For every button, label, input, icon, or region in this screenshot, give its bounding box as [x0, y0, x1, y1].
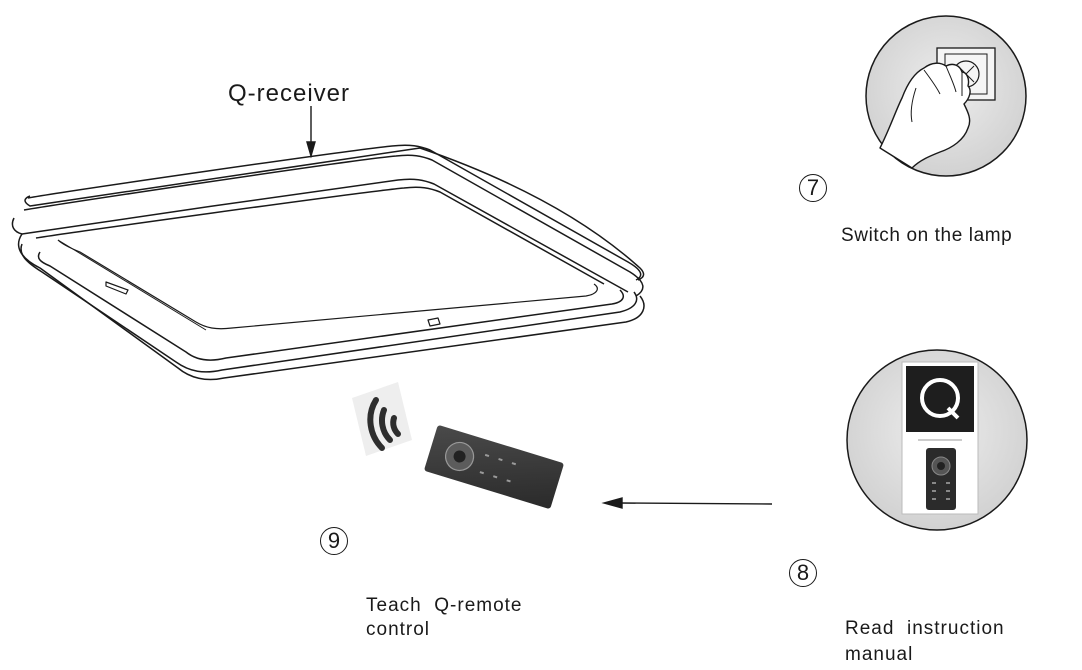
teach-arrow: [601, 497, 773, 509]
manual-illustration: [846, 349, 1028, 531]
lamp-icon: [11, 144, 645, 381]
step-nine-marker: 9: [320, 527, 348, 555]
remote-control-illustration: [424, 425, 564, 509]
manual-q-logo: [906, 366, 974, 432]
receiver-label: Q-receiver: [228, 80, 351, 107]
read-manual-label: Read instruction manual: [845, 616, 1045, 668]
step-eight-marker: 8: [789, 559, 817, 587]
read-manual-label-line1: Read instruction: [845, 618, 1005, 639]
teach-remote-label: Teach Q-remote control: [366, 594, 566, 642]
teach-remote-label-line2: control: [366, 619, 431, 640]
hand-switch-illustration: [865, 15, 1027, 177]
teach-remote-label-line1: Teach Q-remote: [366, 595, 523, 616]
wireless-signal-icon: [352, 382, 412, 456]
step-seven-marker: 7: [799, 174, 827, 202]
switch-on-label: Switch on the lamp: [841, 225, 1013, 246]
read-manual-label-line2: manual: [845, 644, 914, 665]
receiver-pointer-arrow: [306, 106, 316, 159]
